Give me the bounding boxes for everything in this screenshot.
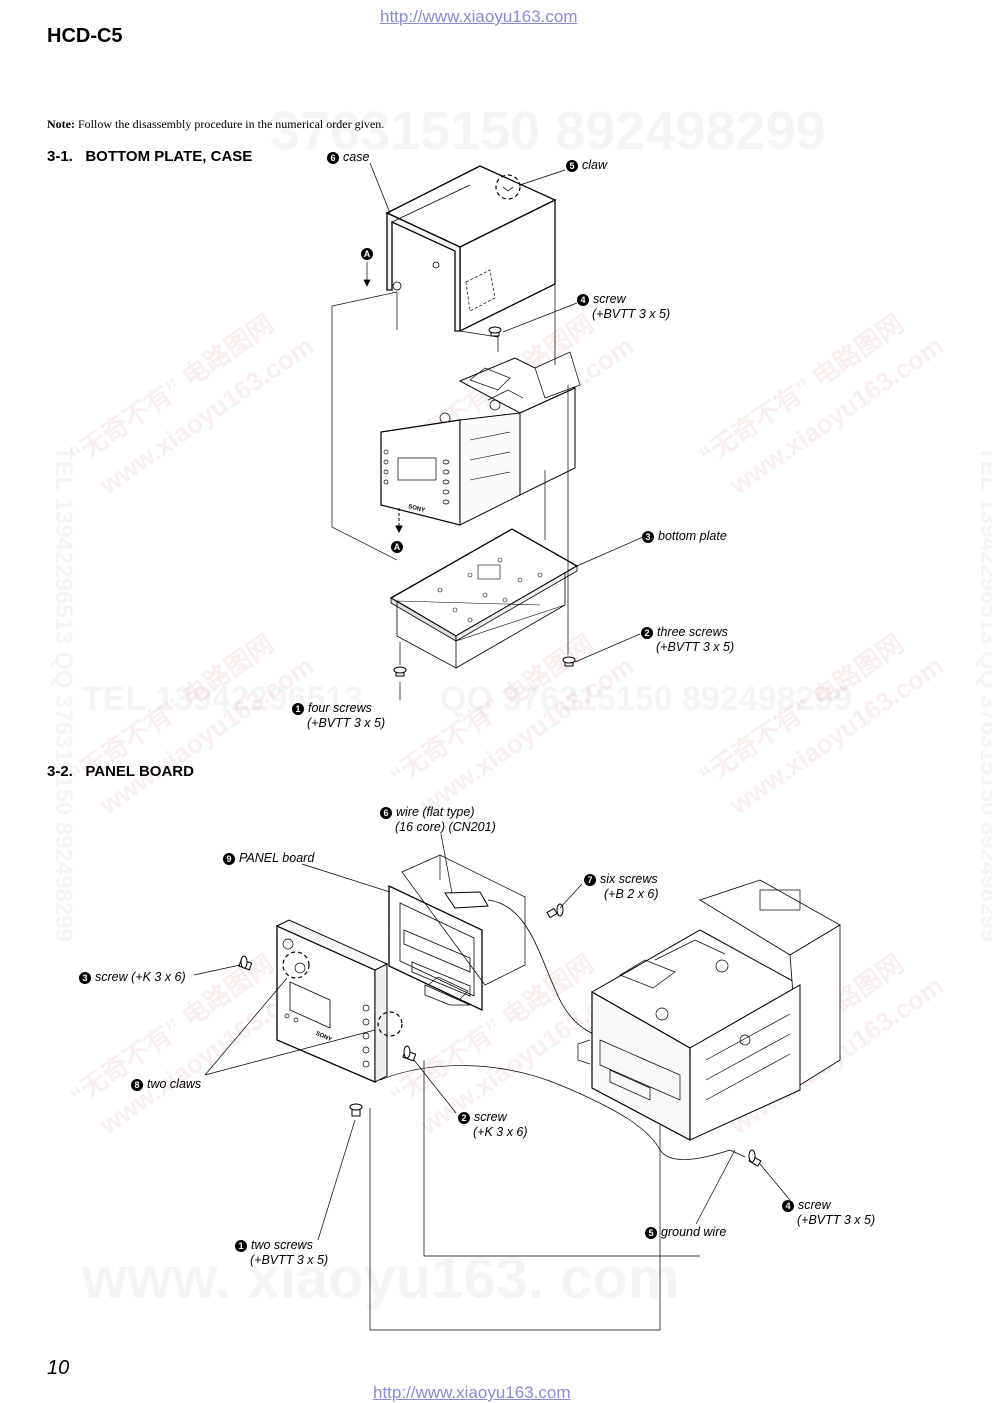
label-number: 7 — [584, 874, 596, 886]
screws-2 — [393, 656, 576, 677]
page-number: 10 — [47, 1357, 70, 1379]
section1-alignment-lines — [331, 162, 644, 700]
main-unit-drawing — [380, 351, 581, 534]
header-url-link[interactable]: http://www.xiaoyu163.com — [380, 7, 578, 26]
watermark-qq: QQ 376315150 892498299 — [440, 680, 852, 719]
section-title-panel-board: 3-2. PANEL BOARD — [47, 763, 194, 780]
note-label: Note: — [47, 117, 75, 131]
label-number: 2 — [458, 1112, 470, 1124]
screw-4-case — [488, 326, 502, 337]
label-number: 3 — [79, 972, 91, 984]
model-title: HCD-C5 — [47, 25, 123, 47]
main-unit-right-drawing — [577, 879, 841, 1141]
watermark-top-digits: 376315150 892498299 — [270, 100, 826, 162]
case-drawing — [385, 165, 557, 337]
panel-board-drawing — [388, 854, 621, 1041]
procedure-note: Note: Follow the disassembly procedure i… — [47, 117, 384, 132]
label-number: 1 — [292, 703, 304, 715]
label-number: 4 — [577, 294, 589, 306]
watermark-tel: TEL 13942296513 — [82, 680, 363, 719]
note-text: Follow the disassembly procedure in the … — [77, 117, 385, 131]
label-number: 8 — [131, 1079, 143, 1091]
label-number: 2 — [641, 627, 653, 639]
label-number: 5 — [645, 1227, 657, 1239]
label-number: 1 — [235, 1240, 247, 1252]
label-number: 6 — [327, 152, 339, 164]
front-panel-drawing — [275, 919, 403, 1083]
section2-screws — [238, 955, 762, 1167]
label-number: 9 — [223, 853, 235, 865]
footer-url-link[interactable]: http://www.xiaoyu163.com — [373, 1383, 571, 1402]
marker-a-bottom: A — [391, 541, 403, 553]
screw-7 — [546, 903, 564, 919]
label-number: 6 — [380, 807, 392, 819]
marker-a-top: A — [361, 248, 373, 260]
label-number: 3 — [642, 531, 654, 543]
watermark-big-url: www. xiaoyu163. com — [82, 1245, 679, 1312]
label-number: 5 — [566, 160, 578, 172]
label-number: 4 — [782, 1200, 794, 1212]
section-title-bottom-plate-case: 3-1. BOTTOM PLATE, CASE — [47, 148, 253, 165]
section2-alignment-lines — [193, 833, 791, 1331]
bottom-plate-drawing — [389, 528, 579, 677]
